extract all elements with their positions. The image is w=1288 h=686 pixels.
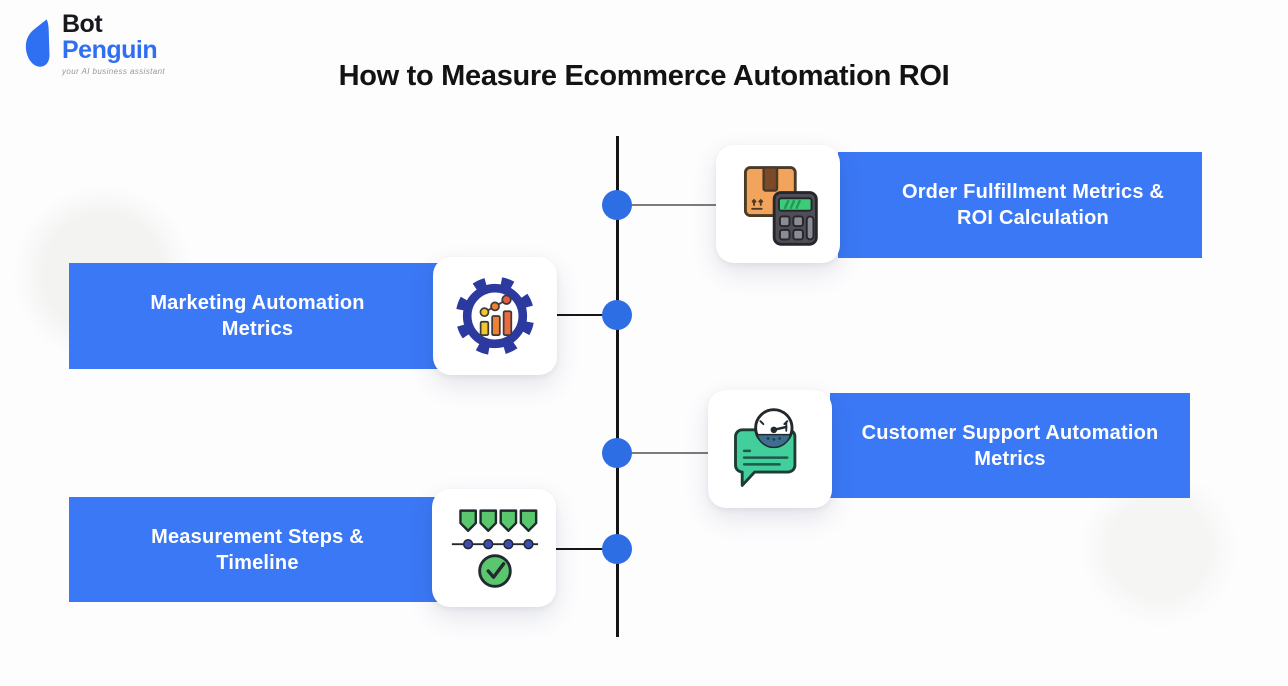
connector-line-2 [555,314,605,316]
botpenguin-logo: Bot Penguin your AI business assistant [22,10,166,76]
step-label-line: Metrics [221,318,294,340]
timeline-node-1 [602,190,632,220]
package-calculator-icon [743,166,818,246]
step-box-order-fulfillment: Order Fulfillment Metrics & ROI Calculat… [838,152,1202,258]
step-label-line: Metrics [974,447,1046,470]
step-label-line: Measurement Steps & [151,525,364,548]
step-label-line: ROI Calculation [957,207,1109,229]
step-box-measurement-steps: Measurement Steps & Timeline [69,497,446,602]
connector-line-1 [631,204,719,206]
logo-word-bot: Bot [62,10,103,38]
logo-word-penguin: Penguin [62,35,158,64]
icon-card-marketing-automation [433,257,557,375]
gear-chart-icon [455,276,535,356]
page-title: How to Measure Ecommerce Automation ROI [338,60,950,92]
icon-card-customer-support [708,390,832,508]
timeline-spine [616,136,619,637]
timeline-node-2 [602,300,632,330]
icon-card-order-fulfillment [716,145,840,263]
connector-line-3 [631,452,711,454]
steps-checklist-icon [451,509,539,588]
step-label-line: Customer Support Automation [861,421,1159,444]
step-label-line: Marketing Automation [150,292,365,314]
icon-card-measurement-steps [432,489,556,607]
step-label-line: Order Fulfillment Metrics & [901,181,1165,203]
penguin-icon [25,19,50,67]
timeline-node-4 [602,534,632,564]
gauge-chat-icon [734,408,797,487]
step-box-marketing-automation: Marketing Automation Metrics [69,263,446,369]
step-box-customer-support: Customer Support Automation Metrics [830,393,1190,498]
timeline-node-3 [602,438,632,468]
connector-line-4 [553,548,605,550]
logo-tagline: your AI business assistant [62,67,166,76]
step-label-line: Timeline [216,551,299,574]
